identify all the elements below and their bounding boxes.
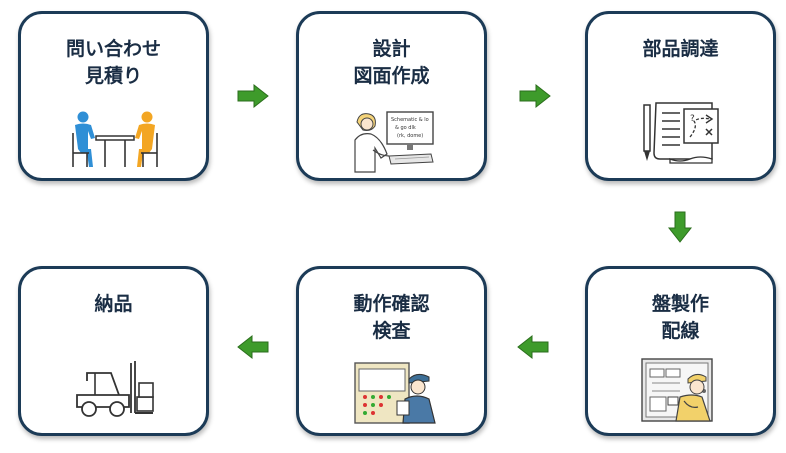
step-label: 部品調達 [642,38,719,60]
step-label: 動作確認 検査 [353,293,430,342]
step-box-fabrication: 盤製作 配線 [585,266,776,436]
step-box-delivery: 納品 [18,266,209,436]
arrow-left-2 [237,334,269,360]
meeting-icon [72,111,158,167]
monitor-text-3: (rk, dome) [397,133,423,139]
step-label: 問い合わせ 見積り [65,38,161,87]
forklift-icon [76,361,154,417]
step-box-inspection: 動作確認 検査 [296,266,487,436]
step-label: 盤製作 配線 [651,293,709,342]
designer-at-computer-icon: Schematic & lo & go dlk (rk, dome) [354,111,434,173]
step-label: 設計 図面作成 [353,38,430,87]
arrow-left-1 [517,334,549,360]
control-panel-inspection-icon [354,362,436,424]
blueprint-pencil-icon: ? [643,102,719,164]
monitor-text-2: & go dlk [395,125,416,131]
step-box-design: 設計 図面作成 Schematic & lo & go dlk (rk, dom… [296,11,487,181]
monitor-text-1: Schematic & lo [391,117,429,123]
arrow-down [667,211,693,243]
step-box-procurement: 部品調達 ? [585,11,776,181]
svg-text:?: ? [690,114,695,124]
step-label: 納品 [94,293,133,315]
panel-wiring-worker-icon [641,358,713,422]
arrow-right-1 [237,83,269,109]
arrow-right-2 [519,83,551,109]
step-box-inquiry: 問い合わせ 見積り [18,11,209,181]
